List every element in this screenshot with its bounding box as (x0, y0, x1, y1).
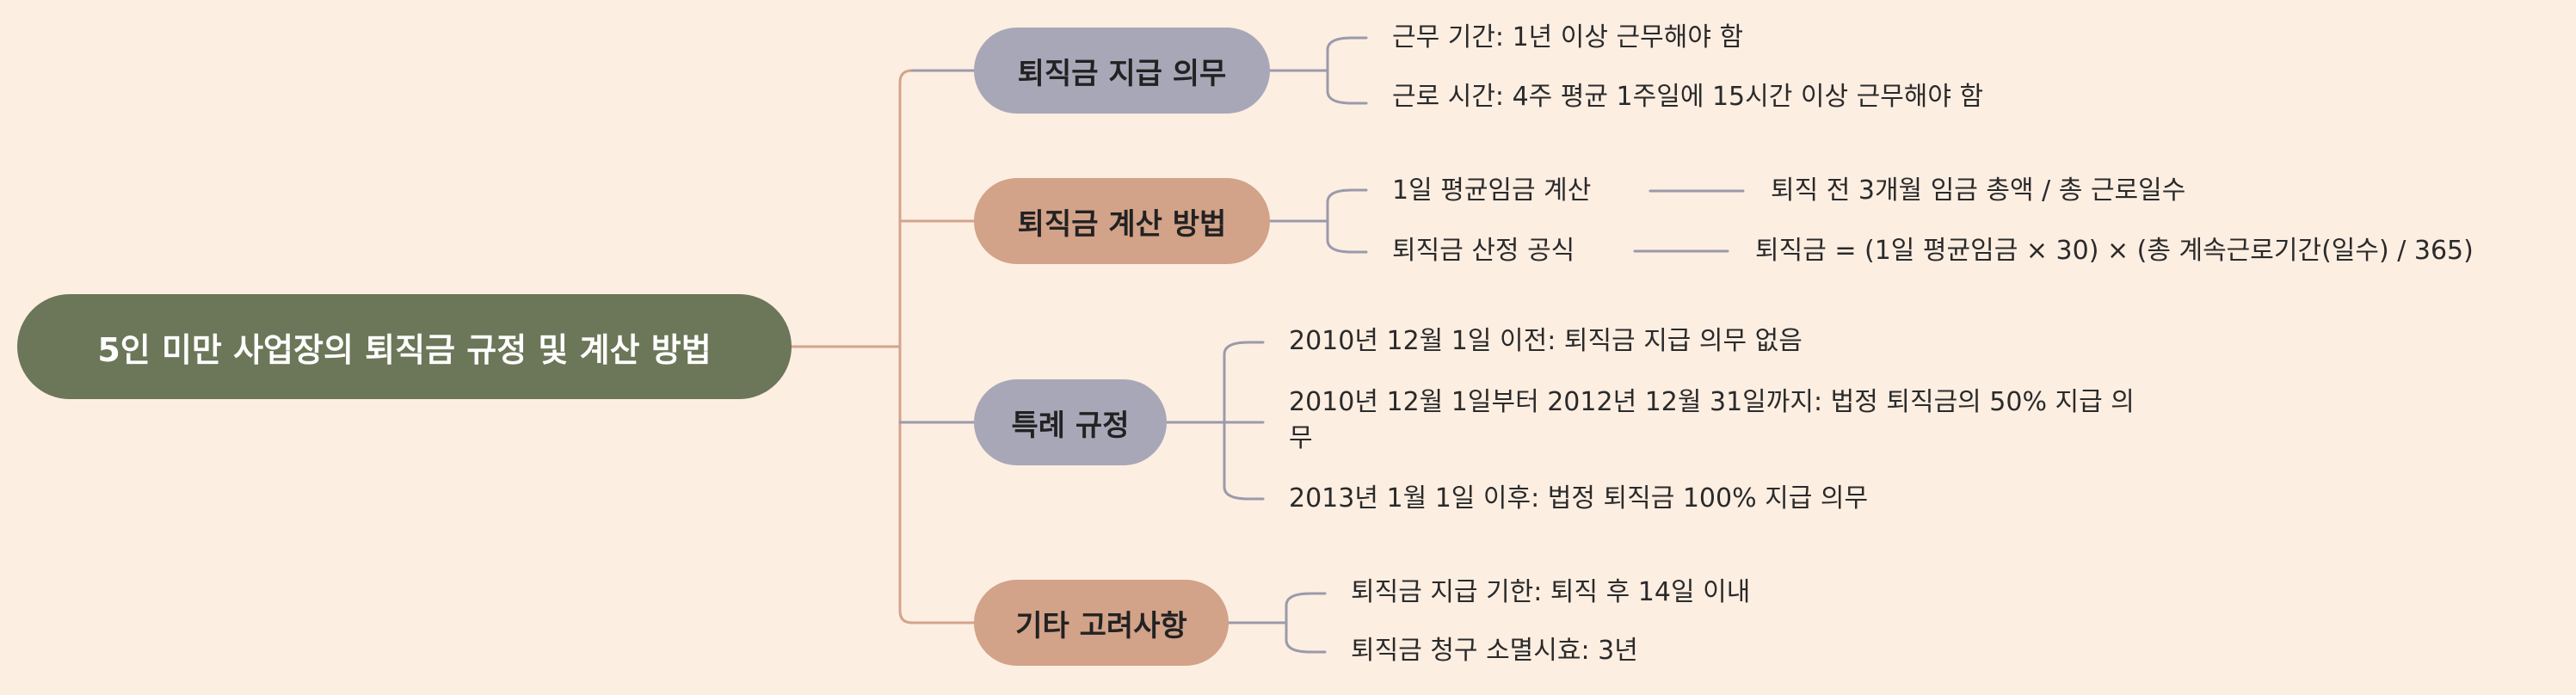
leaf-connector-special (1165, 341, 1265, 501)
root-topic[interactable]: 5인 미만 사업장의 퇴직금 규정 및 계산 방법 (17, 294, 792, 399)
trunk-connector (898, 69, 914, 624)
leaf-daily-average-wage-formula[interactable]: 퇴직 전 3개월 임금 총액 / 총 근로일수 (1771, 175, 2186, 206)
leaf-work-hours[interactable]: 근로 시간: 4주 평균 1주일에 15시간 이상 근무해야 함 (1392, 82, 1984, 112)
leaf-retirement-pay-formula-detail[interactable]: 퇴직금 = (1일 평균임금 × 30) × (총 계속근로기간(일수) / 3… (1755, 236, 2474, 266)
root-topic-label: 5인 미만 사업장의 퇴직금 규정 및 계산 방법 (97, 330, 712, 369)
branch-retirement-pay-obligation[interactable]: 퇴직금 지급 의무 (974, 28, 1270, 114)
branch-label: 특례 규정 (1011, 408, 1130, 443)
branch-label: 기타 고려사항 (1015, 608, 1187, 643)
leaf-claim-limitation[interactable]: 퇴직금 청구 소멸시효: 3년 (1351, 636, 1638, 666)
leaf-connector-calculation (1268, 188, 1368, 254)
leaf-2010-to-2012[interactable]: 2010년 12월 1일부터 2012년 12월 31일까지: 법정 퇴직금의 … (1289, 387, 2135, 453)
leaf-connector-other (1227, 592, 1327, 654)
leaf-daily-average-wage[interactable]: 1일 평균임금 계산 (1392, 175, 1592, 206)
branch-calculation-method[interactable]: 퇴직금 계산 방법 (974, 178, 1270, 264)
leaf-connector-obligation (1268, 36, 1368, 105)
branch-label: 퇴직금 지급 의무 (1017, 56, 1227, 91)
branch-label: 퇴직금 계산 방법 (1017, 206, 1227, 242)
branch-special-provisions[interactable]: 특례 규정 (974, 379, 1167, 465)
leaf-work-period[interactable]: 근무 기간: 1년 이상 근무해야 함 (1392, 22, 1744, 52)
leaf-after-2013[interactable]: 2013년 1월 1일 이후: 법정 퇴직금 100% 지급 의무 (1289, 483, 1869, 514)
branch-other-considerations[interactable]: 기타 고려사항 (974, 580, 1229, 666)
leaf-retirement-pay-formula[interactable]: 퇴직금 산정 공식 (1392, 236, 1575, 266)
leaf-before-2010[interactable]: 2010년 12월 1일 이전: 퇴직금 지급 의무 없음 (1289, 326, 1803, 356)
leaf-payment-deadline[interactable]: 퇴직금 지급 기한: 퇴직 후 14일 이내 (1351, 577, 1751, 607)
